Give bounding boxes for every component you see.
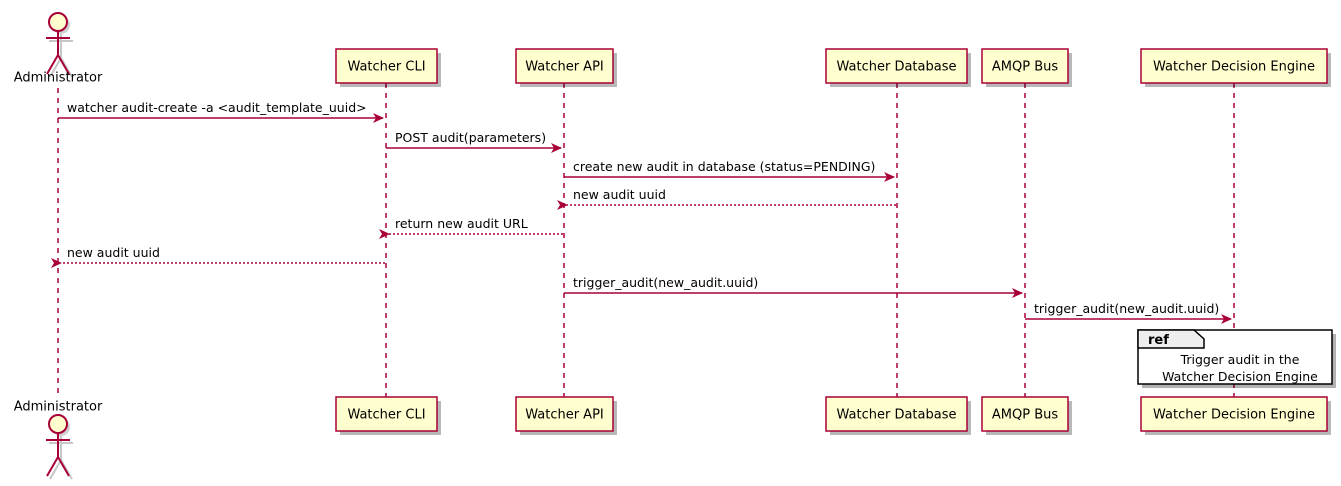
participant-box-engine-top[interactable] [1140, 48, 1328, 84]
participant-label-api-bottom: Watcher API [525, 408, 604, 423]
participant-label-cli-top: Watcher CLI [347, 60, 425, 75]
participant-label-db-bottom: Watcher Database [837, 408, 957, 423]
actor-body-bottom [46, 433, 70, 477]
participant-label-amqp-top: AMQP Bus [992, 60, 1058, 75]
message-label-1: watcher audit-create -a <audit_template_… [67, 100, 367, 115]
participant-box-db-bottom[interactable] [825, 396, 968, 432]
participant-box-engine-bottom[interactable] [1140, 396, 1328, 432]
ref-body-line-1: Watcher Decision Engine [1162, 369, 1318, 384]
participant-box-cli-top[interactable] [335, 48, 438, 84]
message-label-7: trigger_audit(new_audit.uuid) [573, 275, 758, 290]
participant-box-amqp-top[interactable] [981, 48, 1069, 84]
actor-body-shadow-top [49, 34, 73, 78]
participant-label-engine-bottom: Watcher Decision Engine [1153, 408, 1315, 423]
actor-body-top [46, 31, 70, 75]
lifelines-group [57, 83, 1235, 398]
message-label-3: create new audit in database (status=PEN… [573, 159, 875, 174]
ref-tab-label: ref [1148, 333, 1169, 348]
participant-boxes-bottom: Watcher CLI Watcher API Watcher Database AM… [335, 396, 1331, 435]
participant-box-api-top[interactable] [515, 48, 614, 84]
participant-box-cli-bottom[interactable] [335, 396, 438, 432]
message-label-2: POST audit(parameters) [395, 130, 546, 145]
message-label-5: return new audit URL [395, 216, 528, 231]
messages-group: watcher audit-create -a <audit_template_… [51, 100, 1232, 324]
participant-label-cli-bottom: Watcher CLI [347, 408, 425, 423]
message-label-6: new audit uuid [67, 245, 160, 260]
ref-box [1137, 329, 1333, 385]
participant-label-db-top: Watcher Database [837, 60, 957, 75]
participant-label-api-top: Watcher API [525, 60, 604, 75]
actor-head-bottom [48, 414, 68, 434]
message-label-8: trigger_audit(new_audit.uuid) [1034, 301, 1219, 316]
ref-tab [1137, 329, 1205, 349]
participant-boxes-top: Watcher CLI Watcher API Watcher Database AM… [335, 48, 1331, 87]
participant-box-amqp-bottom[interactable] [981, 396, 1069, 432]
actor-body-shadow-bottom [49, 436, 73, 480]
participant-label-engine-top: Watcher Decision Engine [1153, 60, 1315, 75]
actor-label-bottom: Administrator [14, 400, 103, 415]
participant-label-amqp-bottom: AMQP Bus [992, 408, 1058, 423]
actor-head-top [48, 12, 68, 32]
participant-box-db-top[interactable] [825, 48, 968, 84]
actor-label-top: Administrator [14, 71, 103, 86]
message-label-4: new audit uuid [573, 187, 666, 202]
ref-body-line-0: Trigger audit in the [1180, 352, 1300, 367]
participant-box-api-bottom[interactable] [515, 396, 614, 432]
